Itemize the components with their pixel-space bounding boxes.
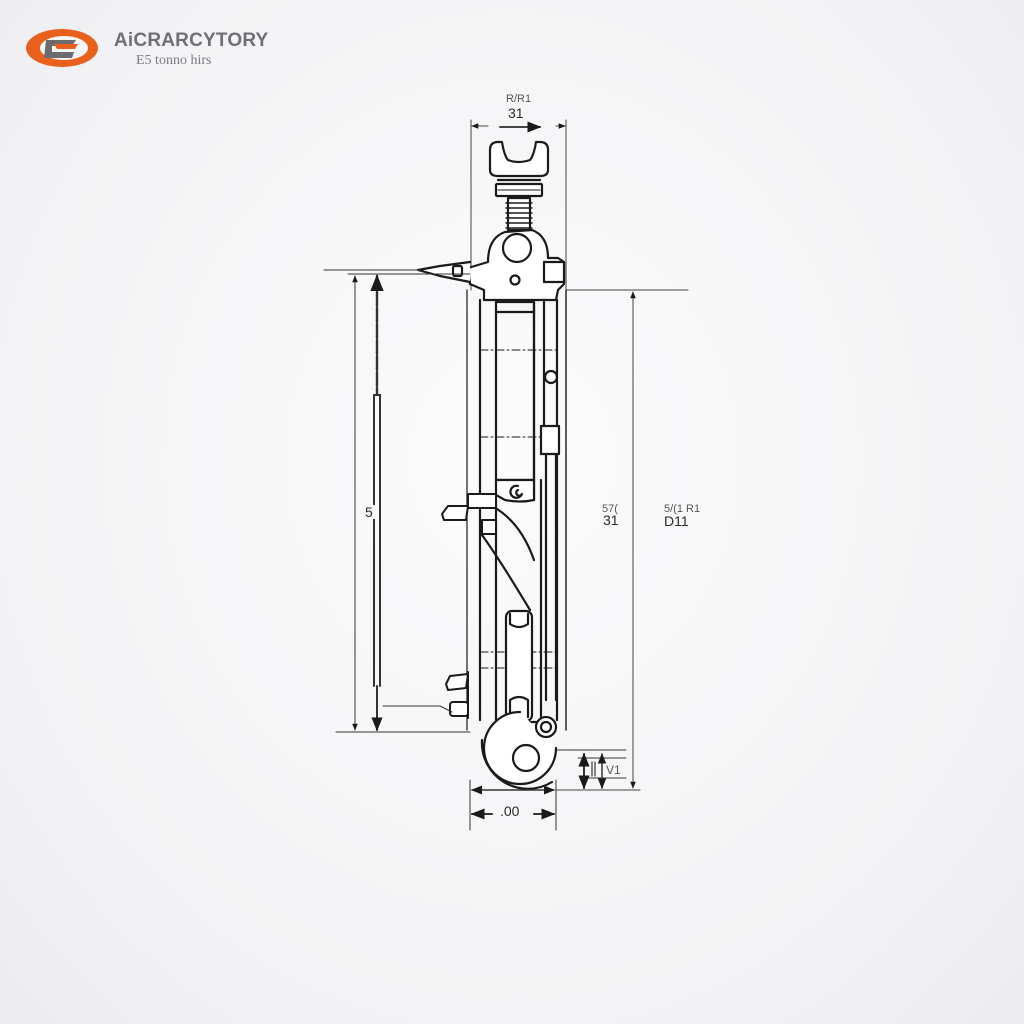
right-outer-dimension-value: D11 [664, 513, 689, 529]
left-height-dimension [323, 269, 471, 733]
right-outer-dimension-superscript: 5/(1 R1 [664, 503, 701, 515]
top-yoke [488, 140, 550, 232]
side-clip-lower [445, 671, 469, 719]
lower-link [494, 609, 548, 724]
bottom-eye [480, 710, 558, 790]
left-dimension-value: 5 [363, 504, 375, 520]
brand-logo-icon [26, 29, 98, 67]
head-block [416, 228, 566, 302]
top-dimension [470, 119, 567, 291]
brand-name: AiCRARCYTORY [114, 30, 269, 51]
top-dimension-superscript: R/R1 [506, 93, 532, 105]
bottom-right-dimension-value: V1 [606, 763, 621, 777]
main-body [466, 289, 567, 731]
bottom-right-small-dimension [555, 749, 627, 790]
right-height-dimension [555, 289, 689, 791]
right-inner-dimension-superscript: 57( [602, 503, 618, 515]
side-clip-upper [441, 493, 497, 535]
right-inner-dimension-value: 31 [603, 512, 619, 528]
bottom-dimension-value: .00 [500, 803, 520, 819]
brand-subtitle: E5 tonno hirs [136, 53, 212, 68]
bottom-width-dimension [469, 779, 557, 831]
brand-logo: AiCRARCYTORY E5 tonno hirs [24, 26, 274, 76]
top-dimension-value: 31 [508, 105, 524, 121]
